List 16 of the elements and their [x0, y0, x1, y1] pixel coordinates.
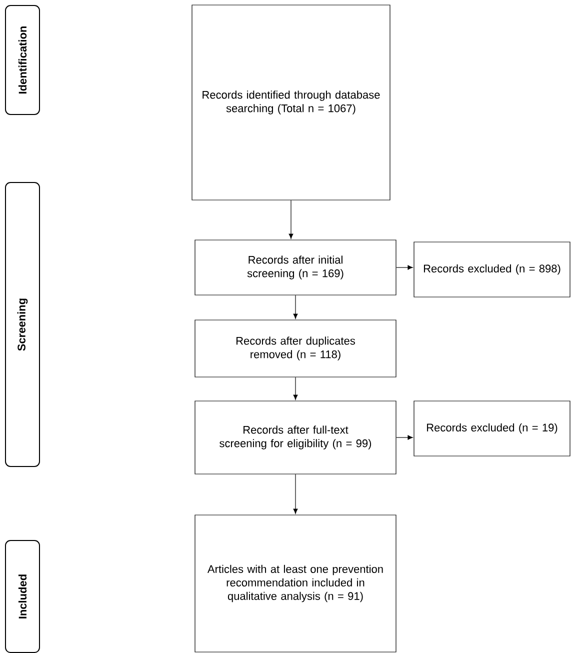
stage-band: Identification	[5, 5, 40, 115]
process-box: Records excluded (n = 898)	[414, 242, 570, 298]
process-box: Records after initial screening (n = 169)	[194, 240, 396, 296]
process-box: Records after duplicates removed (n = 118)	[194, 320, 396, 378]
arrow	[396, 265, 413, 270]
process-box: Records excluded (n = 19)	[414, 400, 570, 456]
stage-band: Screening	[5, 182, 40, 467]
process-box: Records after full-text screening for eligibility (n = 99)	[194, 400, 396, 474]
arrow	[288, 200, 294, 239]
arrow	[293, 295, 298, 319]
process-box: Articles with at least one prevention recommendation included in qualitative analysis (n = 91)	[194, 514, 396, 652]
arrow	[293, 474, 298, 514]
process-box: Records identified through database searching (Total n = 1067)	[192, 4, 390, 200]
arrow	[396, 435, 413, 440]
arrow	[293, 377, 298, 400]
stage-band: Included	[5, 540, 40, 653]
